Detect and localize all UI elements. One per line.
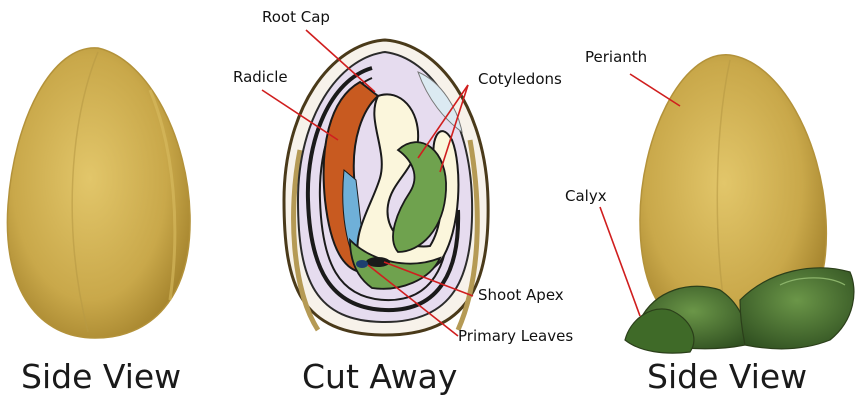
left-seed-illustration bbox=[7, 48, 190, 338]
root-cap-label: Root Cap bbox=[262, 8, 330, 26]
perianth-leader bbox=[630, 74, 680, 106]
calyx-leader bbox=[600, 207, 640, 316]
cotyledons-label: Cotyledons bbox=[478, 70, 562, 88]
caption-right-side-view: Side View bbox=[647, 360, 807, 393]
radicle-label: Radicle bbox=[233, 68, 288, 86]
caption-cut-away: Cut Away bbox=[302, 360, 457, 393]
perianth-label: Perianth bbox=[585, 48, 647, 66]
calyx-label: Calyx bbox=[565, 187, 607, 205]
primary-leaves-label: Primary Leaves bbox=[458, 327, 573, 345]
caption-left-side-view: Side View bbox=[21, 360, 181, 393]
shoot-apex-label: Shoot Apex bbox=[478, 286, 564, 304]
